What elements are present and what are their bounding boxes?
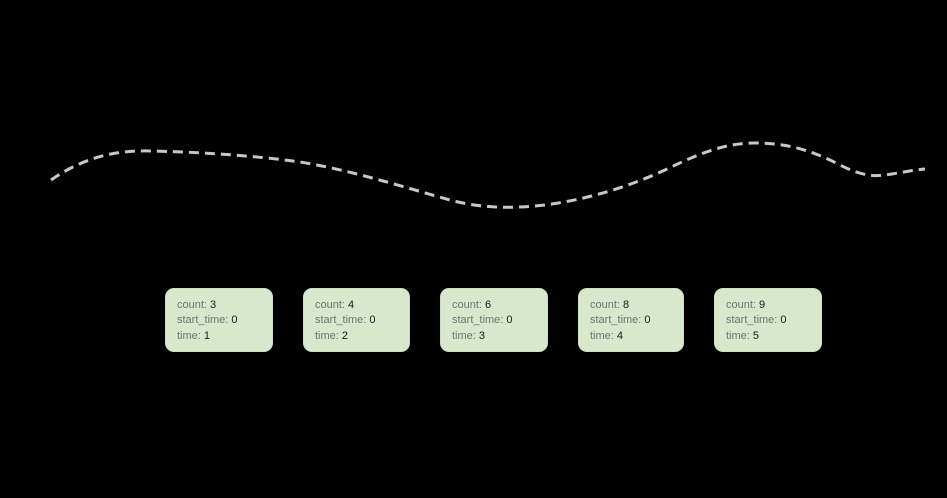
record-field-count: count: 3 [177, 298, 272, 313]
record-field-start-time: start_time: 0 [177, 313, 272, 328]
record-field-start-time-label: start_time: [726, 314, 781, 327]
record-field-start-time-value: 0 [506, 314, 513, 327]
record-field-time: time: 2 [315, 329, 409, 344]
record-field-time-value: 3 [478, 329, 486, 342]
record-field-time-label: time: [315, 329, 342, 342]
record-field-time-label: time: [177, 329, 204, 342]
record-field-start-time-value: 0 [369, 314, 376, 327]
record-field-time: time: 1 [177, 329, 272, 344]
record-field-count: count: 9 [726, 298, 821, 313]
record-field-start-time-value: 0 [644, 314, 651, 327]
record-field-count-value: 3 [210, 299, 217, 311]
record-field-time-value: 2 [341, 329, 349, 342]
record-field-time-label: time: [726, 329, 753, 342]
record-field-start-time: start_time: 0 [590, 313, 683, 328]
record-field-count: count: 6 [452, 298, 547, 313]
record-field-count-label: count: [315, 299, 349, 311]
record-field-count-label: count: [452, 299, 486, 311]
record-field-start-time-label: start_time: [590, 314, 645, 327]
record-field-start-time: start_time: 0 [315, 313, 409, 328]
record-field-start-time-label: start_time: [315, 314, 370, 327]
record-field-start-time: start_time: 0 [726, 313, 821, 328]
record-field-count-value: 4 [348, 299, 355, 311]
record-field-time-label: time: [452, 329, 479, 342]
record-field-time: time: 4 [590, 329, 683, 344]
dashed-wave-curve [50, 141, 926, 209]
record-field-start-time-label: start_time: [452, 314, 507, 327]
record-field-time-label: time: [590, 329, 617, 342]
record-field-time-value: 5 [752, 329, 760, 342]
record-field-start-time-value: 0 [780, 314, 787, 327]
record-field-count-value: 8 [623, 299, 630, 311]
record-field-count-label: count: [726, 299, 760, 311]
record-field-time-value: 1 [203, 329, 211, 342]
record-field-start-time-label: start_time: [177, 314, 232, 327]
record-field-time: time: 5 [726, 329, 821, 344]
record-field-time: time: 3 [452, 329, 547, 344]
record-field-count-label: count: [177, 299, 211, 311]
record-field-count-value: 6 [485, 299, 492, 311]
record-field-time-value: 4 [616, 329, 624, 342]
record-field-start-time: start_time: 0 [452, 313, 547, 328]
record-field-count-label: count: [590, 299, 624, 311]
record-field-count: count: 4 [315, 298, 409, 313]
record-field-count-value: 9 [759, 299, 766, 311]
record-field-count: count: 8 [590, 298, 683, 313]
record-field-start-time-value: 0 [231, 314, 238, 327]
